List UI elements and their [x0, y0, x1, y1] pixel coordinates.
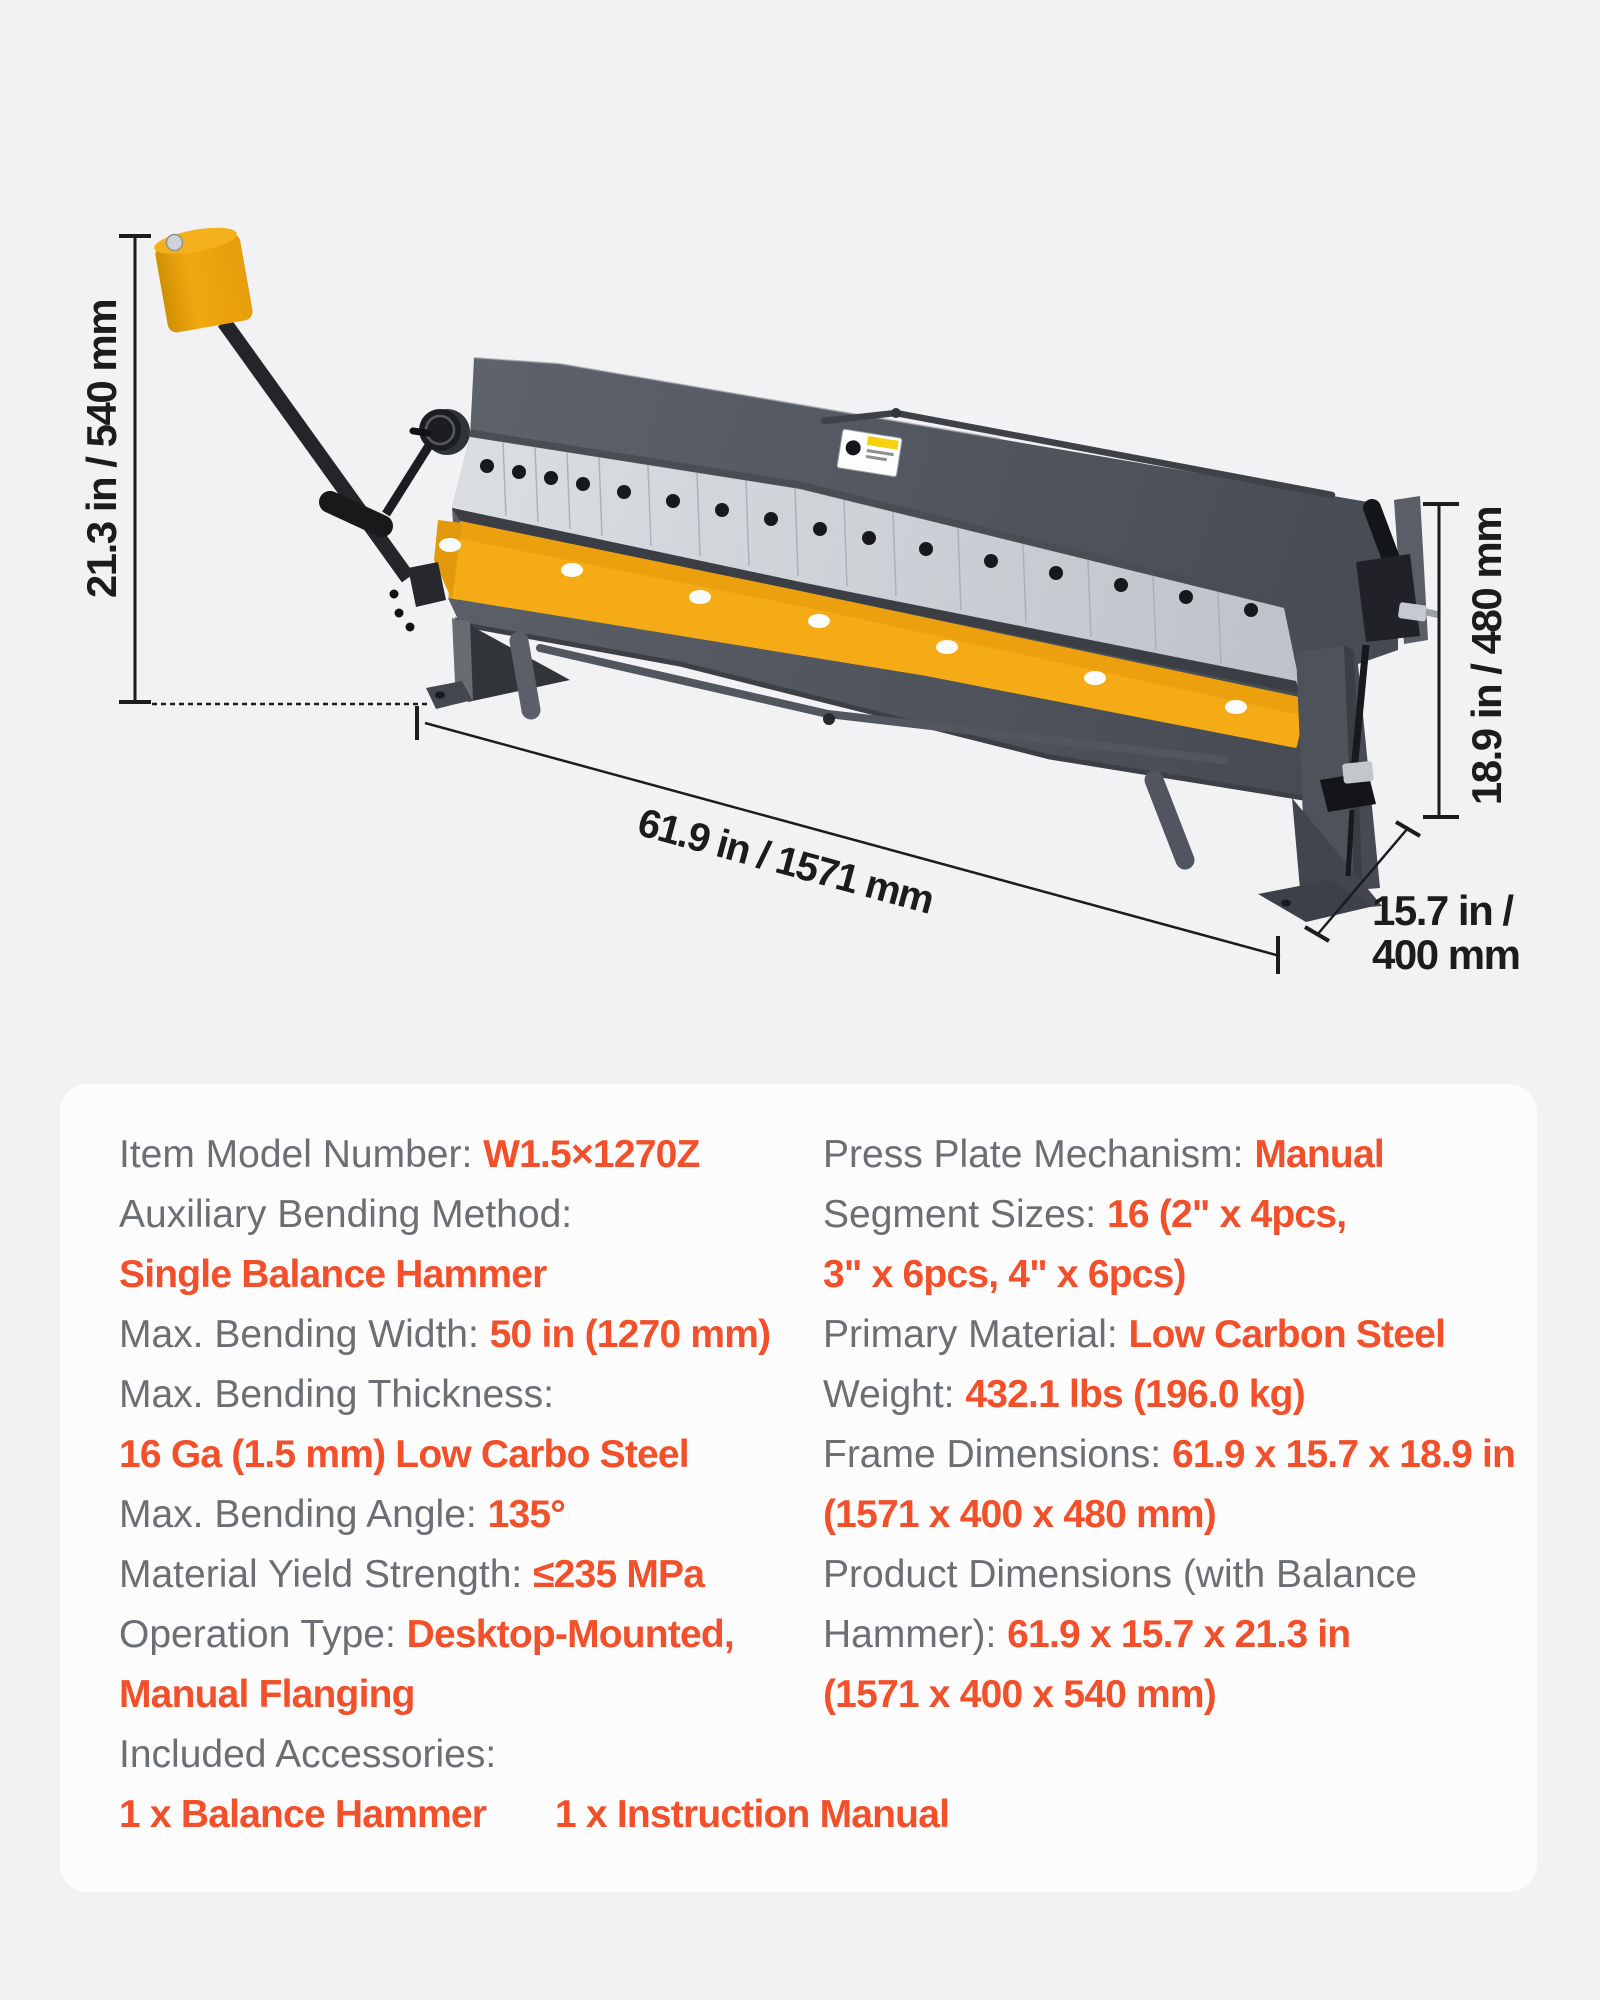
svg-text:61.9 in / 1571 mm: 61.9 in / 1571 mm [633, 800, 938, 922]
svg-text:18.9 in / 480 mm: 18.9 in / 480 mm [1463, 507, 1510, 805]
svg-text:15.7 in /: 15.7 in / [1372, 887, 1514, 934]
svg-text:21.3 in / 540 mm: 21.3 in / 540 mm [78, 300, 125, 598]
svg-text:400 mm: 400 mm [1372, 931, 1519, 978]
